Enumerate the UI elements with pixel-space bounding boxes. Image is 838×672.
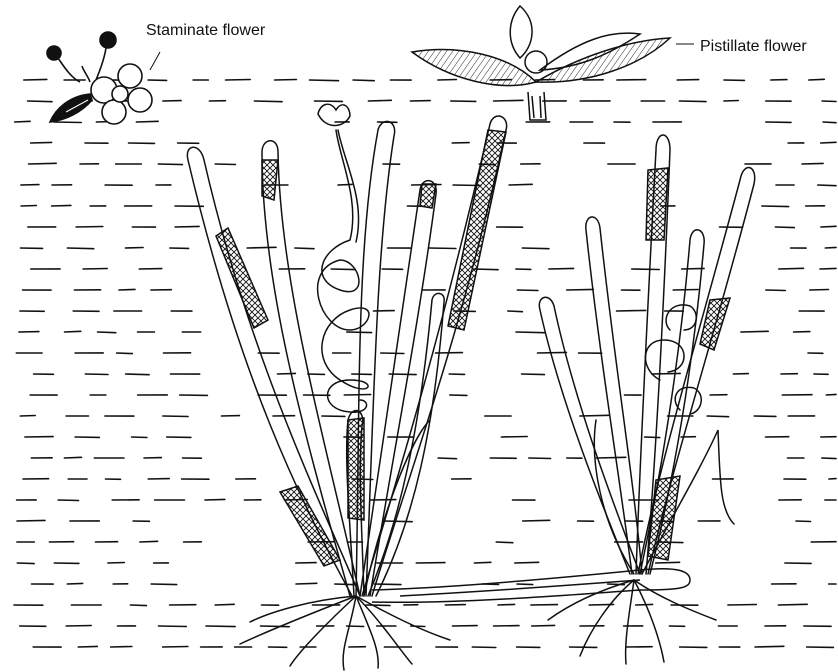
staminate-flower (47, 32, 160, 124)
pistillate-flower (412, 6, 694, 120)
staminate-flower-label: Staminate flower (146, 22, 265, 40)
pistillate-flower-label: Pistillate flower (700, 38, 807, 56)
